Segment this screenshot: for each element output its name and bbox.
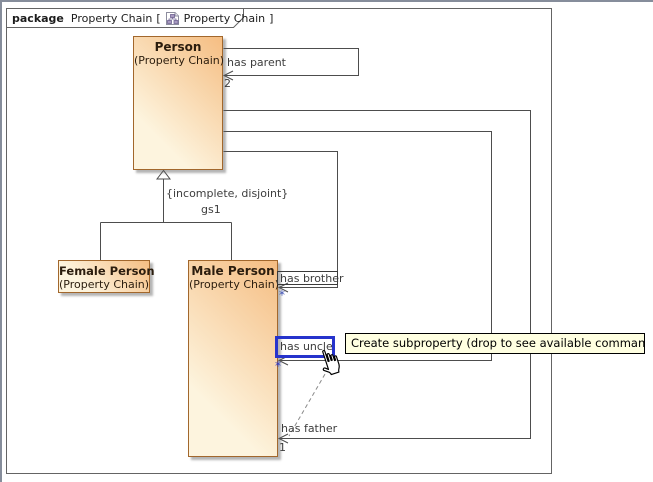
association-has-father-line[interactable] bbox=[223, 110, 531, 439]
association-has-parent-line[interactable] bbox=[223, 48, 359, 76]
association-has-brother-line[interactable] bbox=[223, 151, 338, 288]
canvas-top-border bbox=[0, 0, 653, 2]
class-female-person-name: Female Person bbox=[59, 264, 155, 278]
label-has-brother[interactable]: has brother bbox=[277, 271, 344, 285]
drag-dashed-line bbox=[288, 361, 333, 437]
multiplicity-has-parent[interactable]: 2 bbox=[224, 77, 231, 90]
hand-drag-cursor-icon bbox=[316, 347, 344, 377]
class-female-person-stereotype: (Property Chain) bbox=[59, 278, 150, 291]
frame-package-name: Property Chain bbox=[70, 11, 153, 25]
canvas-left-border bbox=[0, 0, 2, 482]
frame-bracket-close: ] bbox=[269, 11, 274, 25]
frame-heading: package Property Chain [ Property Chain … bbox=[12, 11, 273, 26]
multiplicity-has-brother[interactable]: * bbox=[279, 288, 285, 302]
diagram-frame bbox=[6, 8, 552, 474]
class-male-person-stereotype: (Property Chain) bbox=[189, 278, 280, 291]
frame-bracket-open: [ bbox=[156, 11, 161, 25]
generalization-set-name[interactable]: gs1 bbox=[201, 203, 221, 216]
multiplicity-has-father[interactable]: 1 bbox=[279, 441, 286, 454]
association-has-parent-arrow bbox=[222, 70, 234, 81]
multiplicity-has-uncle[interactable]: * bbox=[275, 359, 281, 373]
frame-keyword: package bbox=[12, 11, 64, 25]
class-female-person[interactable]: Female Person (Property Chain) bbox=[58, 260, 155, 293]
class-person-stereotype: (Property Chain) bbox=[134, 54, 225, 67]
association-has-father-arrow bbox=[277, 433, 289, 444]
label-has-father[interactable]: has father bbox=[281, 422, 338, 435]
class-male-person[interactable]: Male Person (Property Chain) bbox=[188, 260, 280, 457]
class-person-name: Person bbox=[154, 40, 202, 54]
generalization-constraint: {incomplete, disjoint} bbox=[166, 187, 289, 200]
drag-tooltip: Create subproperty (drop to see availabl… bbox=[345, 333, 645, 354]
label-has-parent[interactable]: has parent bbox=[227, 56, 286, 69]
class-diagram-icon bbox=[165, 12, 179, 25]
generalization-triangle bbox=[155, 169, 172, 180]
generalization-lines[interactable] bbox=[100, 179, 232, 260]
association-has-uncle-line[interactable] bbox=[223, 131, 492, 361]
label-has-uncle-text: has uncle bbox=[277, 338, 333, 356]
frame-diagram-name: Property Chain bbox=[183, 11, 266, 25]
class-male-person-name: Male Person bbox=[191, 264, 275, 278]
label-has-uncle-selected[interactable]: has uncle bbox=[275, 336, 335, 358]
class-person[interactable]: Person (Property Chain) bbox=[133, 36, 225, 170]
frame-name-tab[interactable] bbox=[6, 8, 244, 28]
